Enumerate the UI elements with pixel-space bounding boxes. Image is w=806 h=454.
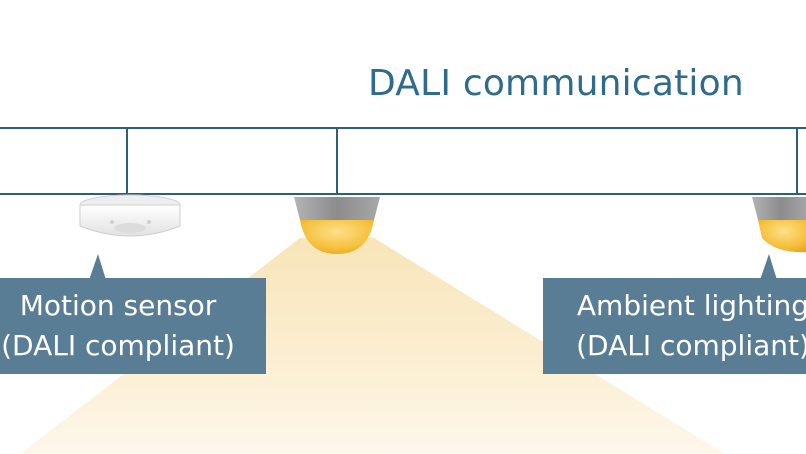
ambient-lighting-label-line1: Ambient lighting (576, 289, 806, 322)
motion-sensor-label-line1: Motion sensor (19, 289, 217, 322)
motion-sensor-pointer (89, 254, 106, 280)
motion-sensor-label: Motion sensor (DALI compliant) (0, 278, 266, 374)
diagram-title: DALI communication (368, 63, 744, 104)
motion-sensor-icon (79, 194, 181, 237)
ambient-lighting-label: Ambient lighting (DALI compliant) (543, 278, 806, 374)
motion-sensor-label-line2: (DALI compliant) (1, 329, 235, 362)
downlight-icon (294, 197, 380, 254)
ambient-lighting-pointer (760, 254, 777, 280)
ambient-lighting-label-line2: (DALI compliant) (576, 329, 806, 362)
light-cone (20, 238, 725, 454)
downlight-right-icon (752, 197, 806, 253)
